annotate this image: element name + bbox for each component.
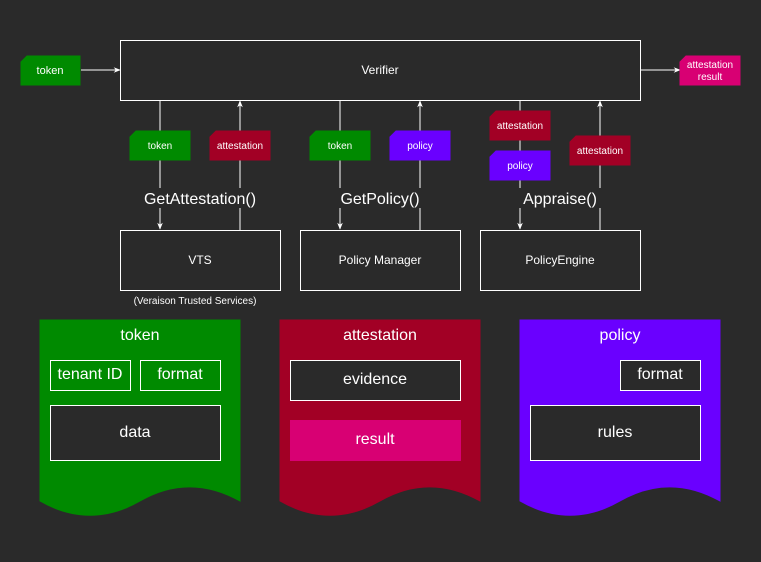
pm-response-policy-tag: policy	[389, 130, 451, 161]
token-format-label: format	[157, 366, 203, 383]
pe-response-attestation-label: attestation	[577, 146, 623, 157]
pe-response-attestation-tag: attestation	[569, 135, 631, 166]
pe-request-attestation-label: attestation	[497, 121, 543, 132]
policy-rules-field	[530, 405, 701, 461]
appraise-call-label: Appraise()	[523, 191, 597, 208]
token-tenant-id-field	[50, 360, 131, 391]
attestation-result-label: result	[355, 431, 395, 448]
verifier-label: Verifier	[361, 63, 398, 77]
policy-format-label: format	[637, 366, 683, 383]
policy-format-field	[620, 360, 701, 391]
vts-response-attestation-label: attestation	[217, 141, 263, 152]
token-format-field	[140, 360, 221, 391]
output-result-line1: attestation	[687, 60, 733, 71]
verifier-box: Verifier	[120, 40, 641, 101]
policy-document: policy format rules	[519, 319, 721, 516]
attestation-document: attestation evidence result	[279, 319, 481, 516]
attestation-result-field	[290, 420, 461, 461]
policy-rules-label: rules	[598, 424, 633, 441]
token-data-field	[50, 405, 221, 461]
input-token-tag: token	[20, 55, 81, 86]
output-result-line2: result	[698, 72, 723, 83]
policy-manager-box: Policy Manager	[300, 230, 461, 291]
vts-caption: (Veraison Trusted Services)	[134, 296, 257, 307]
get-policy-call-label: GetPolicy()	[340, 191, 419, 208]
vts-response-attestation-tag: attestation	[209, 130, 271, 161]
pm-request-token-tag: token	[309, 130, 371, 161]
attestation-evidence-label: evidence	[343, 371, 407, 388]
vts-box: VTS	[120, 230, 281, 291]
pe-request-attestation-tag: attestation	[489, 110, 551, 141]
vts-label: VTS	[188, 253, 211, 267]
pm-response-policy-label: policy	[407, 141, 433, 152]
token-tenant-id-label: tenant ID	[58, 366, 123, 383]
token-data-label: data	[119, 424, 150, 441]
policy-engine-box: PolicyEngine	[480, 230, 641, 291]
attestation-evidence-field	[290, 360, 461, 401]
token-document: token tenant ID format data	[39, 319, 241, 516]
get-attestation-call-label: GetAttestation()	[144, 191, 256, 208]
policy-manager-label: Policy Manager	[339, 253, 422, 267]
policy-engine-label: PolicyEngine	[525, 253, 595, 267]
vts-request-token-tag: token	[129, 130, 191, 161]
input-token-label: token	[37, 65, 64, 77]
pm-request-token-label: token	[328, 141, 352, 152]
vts-request-token-label: token	[148, 141, 172, 152]
token-doc-title: token	[120, 327, 159, 344]
output-result-tag: attestation result	[679, 55, 741, 86]
pe-request-policy-label: policy	[507, 161, 533, 172]
pe-request-policy-tag: policy	[489, 150, 551, 181]
attestation-doc-title: attestation	[343, 327, 417, 344]
policy-doc-title: policy	[600, 327, 641, 344]
